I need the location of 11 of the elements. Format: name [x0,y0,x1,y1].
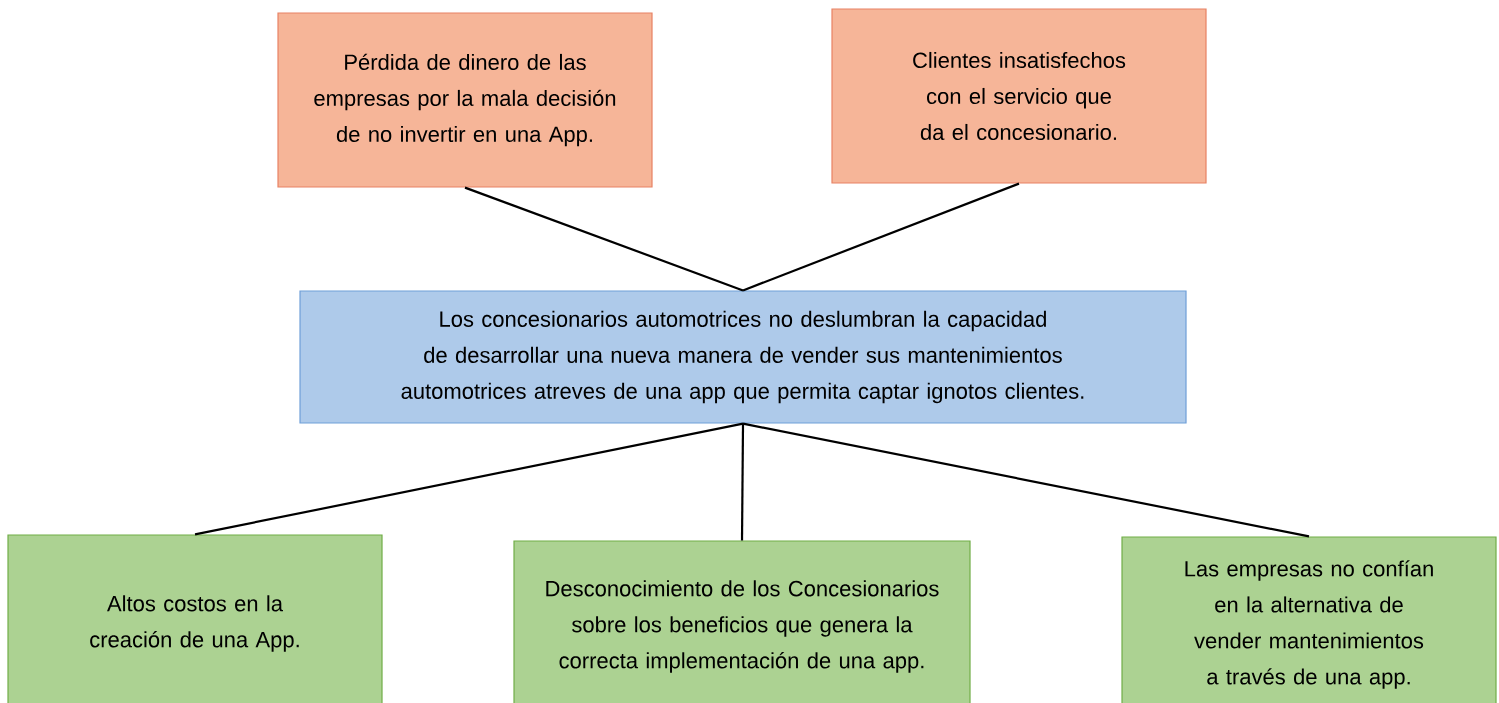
cause-box: Desconocimiento de los Concesionarios sobre los beneficios que genera la correcta implementación de una app. [513,540,971,703]
problem-box: Los concesionarios automotrices no deslumbran la capacidad de desarrollar una nueva manera de vender sus mantenimientos automotrices atreves de una app que permita captar ignotos clientes. [299,290,1187,424]
connector-line [194,422,744,536]
effect-box: Pérdida de dinero de las empresas por la mala decisión de no invertir en una App. [277,12,653,188]
connector-line [742,422,1310,538]
connector-line [740,423,745,541]
cause-box: Las empresas no confían en la alternativa de vender mantenimientos a través de una app. [1121,536,1497,703]
cause-box: Altos costos en la creación de una App. [7,534,383,703]
connector-line [742,182,1020,292]
effect-box: Clientes insatisfechos con el servicio que da el concesionario. [831,8,1207,184]
connector-line [464,186,744,292]
